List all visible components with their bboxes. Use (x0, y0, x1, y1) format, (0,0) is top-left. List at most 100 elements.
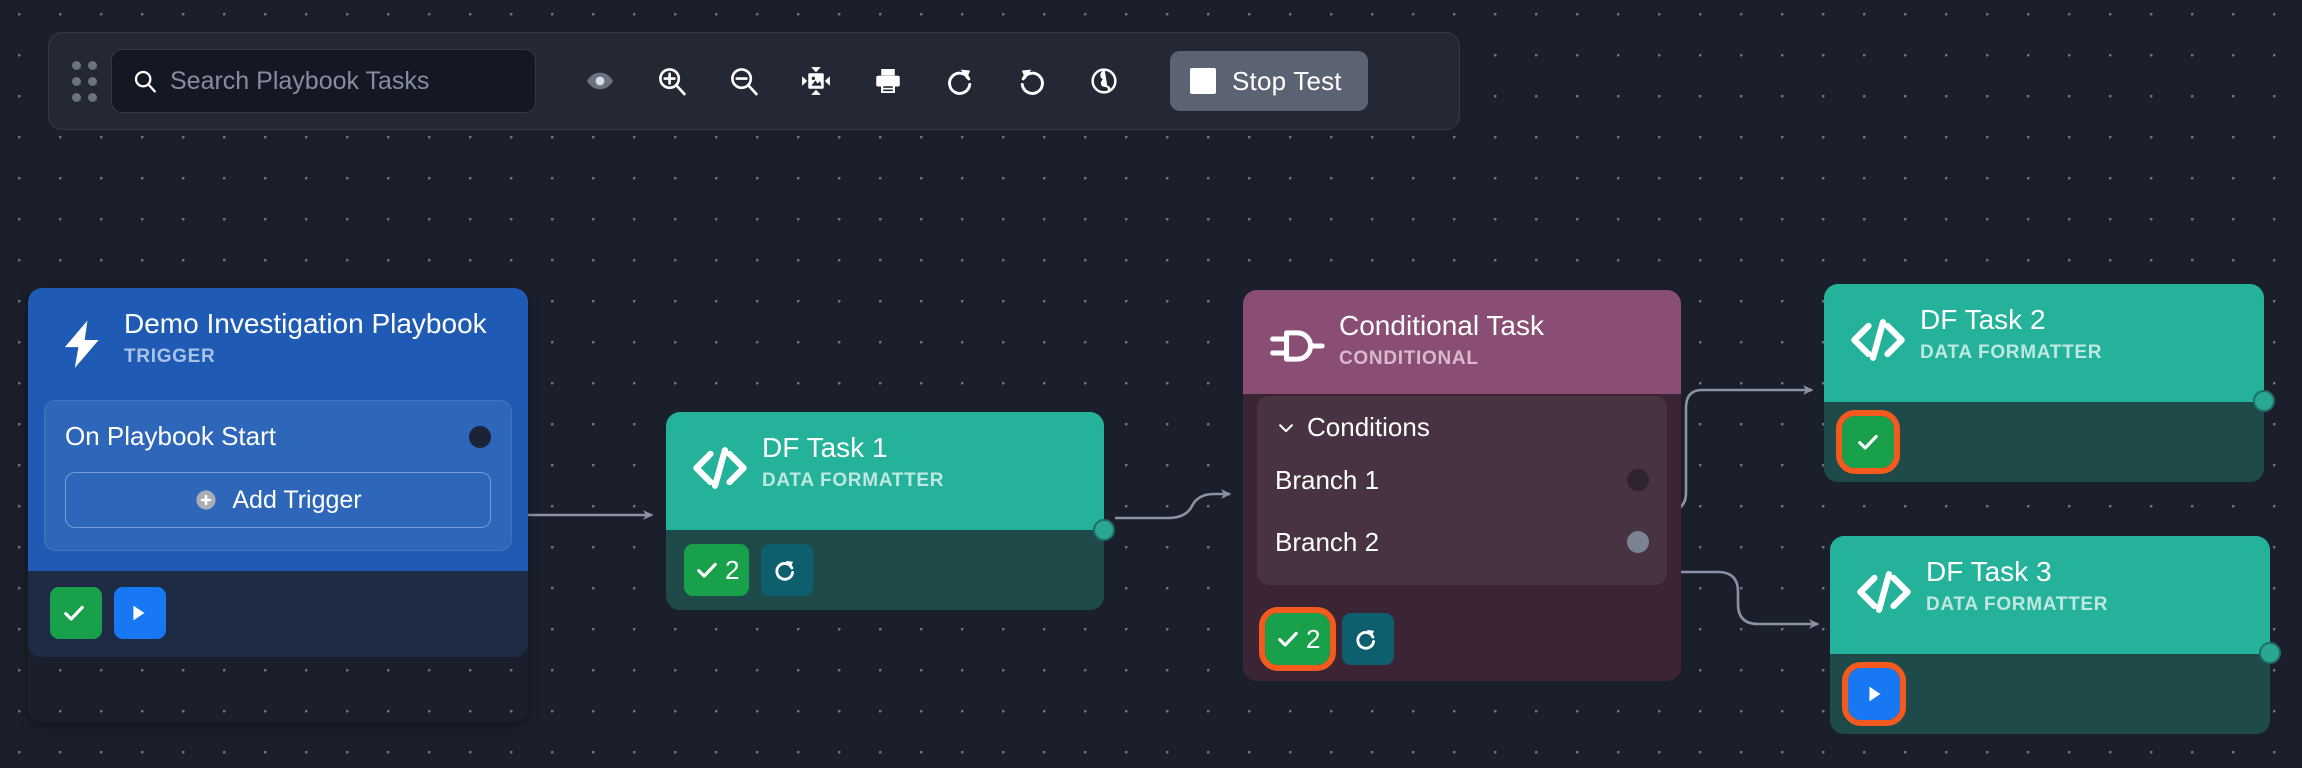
node-trigger-demo-investigation-playbook[interactable]: Demo Investigation Playbook TRIGGER On P… (28, 288, 528, 722)
df2-node-header: DF Task 2 DATA FORMATTER (1824, 284, 2264, 402)
branch-2-label: Branch 2 (1275, 526, 1380, 557)
play-icon (1869, 686, 1881, 702)
df2-node-title: DF Task 2 (1920, 304, 2046, 335)
undo-icon-button[interactable] (996, 49, 1068, 113)
check-icon (1858, 434, 1878, 450)
conditional-node-body: Conditional Task CONDITIONAL Conditions … (1243, 290, 1681, 681)
trigger-node-body: Demo Investigation Playbook TRIGGER On P… (28, 288, 528, 657)
chevron-down-icon (1279, 423, 1293, 432)
branch-row-1[interactable]: Branch 1 (1275, 457, 1649, 503)
df3-node-subtitle: DATA FORMATTER (1926, 593, 2109, 615)
df3-node-header: DF Task 3 DATA FORMATTER (1830, 536, 2270, 654)
df1-node-body: DF Task 1 DATA FORMATTER 2 (666, 412, 1104, 610)
conditional-node-subtitle: CONDITIONAL (1339, 347, 1479, 369)
retry-icon (775, 560, 794, 581)
df3-run-chip[interactable] (1842, 662, 1906, 726)
df1-node-header: DF Task 1 DATA FORMATTER (666, 412, 1104, 530)
eye-icon-button[interactable] (564, 49, 636, 113)
conditions-card: Conditions Branch 1 Branch 2 (1257, 396, 1667, 585)
logic-gate-icon (1265, 314, 1329, 378)
df1-node-title: DF Task 1 (762, 432, 888, 463)
df2-success-chip[interactable] (1836, 410, 1900, 474)
conditional-node-header: Conditional Task CONDITIONAL (1243, 290, 1681, 394)
df3-node-title: DF Task 3 (1926, 556, 2052, 587)
undo-icon (1020, 69, 1044, 95)
check-icon (63, 605, 84, 621)
globe-icon-button[interactable] (1068, 49, 1140, 113)
handle-dot (71, 76, 81, 86)
edge-df1-to-conditional (1115, 489, 1232, 520)
trigger-node-subtitle: TRIGGER (124, 345, 216, 367)
plus-circle-icon (196, 490, 216, 510)
conditional-success-count: 2 (1306, 623, 1321, 654)
handle-dot (87, 60, 97, 70)
globe-icon (1091, 68, 1117, 94)
add-trigger-button[interactable]: Add Trigger (65, 472, 491, 528)
redo-icon-button[interactable] (924, 49, 996, 113)
code-brackets-icon (1852, 560, 1916, 624)
check-icon (1278, 631, 1298, 647)
conditions-label: Conditions (1307, 412, 1430, 442)
conditional-retry-chip[interactable] (1342, 613, 1395, 665)
df1-node-subtitle: DATA FORMATTER (762, 469, 945, 491)
zoom-out-icon-button[interactable] (708, 49, 780, 113)
trigger-run-chip[interactable] (114, 587, 166, 639)
fit-to-screen-icon-button[interactable] (780, 49, 852, 113)
handle-dot (71, 60, 81, 70)
conditional-node-title: Conditional Task (1339, 310, 1544, 341)
df2-output-port[interactable] (2253, 390, 2275, 412)
retry-icon (1356, 629, 1375, 650)
df1-output-port[interactable] (1093, 519, 1115, 541)
code-brackets-icon (688, 436, 752, 500)
branch-row-2[interactable]: Branch 2 (1275, 519, 1649, 565)
conditional-success-chip[interactable]: 2 (1258, 607, 1337, 671)
check-icon (697, 562, 717, 578)
df3-node-body: DF Task 3 DATA FORMATTER (1830, 536, 2270, 734)
conditional-node-footer: 2 (1243, 601, 1681, 681)
handle-dot (87, 92, 97, 102)
trigger-event-label: On Playbook Start (65, 421, 276, 451)
lightning-bolt-icon (50, 312, 114, 376)
search-input[interactable] (112, 50, 535, 112)
df1-node-footer: 2 (666, 530, 1104, 610)
print-icon-button[interactable] (852, 49, 924, 113)
zoom-in-icon-button[interactable] (636, 49, 708, 113)
stop-test-button[interactable]: Stop Test (1170, 51, 1368, 111)
trigger-node-header: Demo Investigation Playbook TRIGGER (28, 288, 528, 390)
node-conditional-task[interactable]: Conditional Task CONDITIONAL Conditions … (1243, 290, 1681, 714)
zoom-in-icon (659, 68, 686, 96)
stop-square-icon (1190, 68, 1216, 94)
search-icon (134, 70, 156, 93)
trigger-event-row[interactable]: On Playbook Start (65, 421, 491, 452)
df1-success-count: 2 (725, 554, 740, 585)
toolbar-drag-handle[interactable] (67, 58, 101, 104)
trigger-node-title: Demo Investigation Playbook (124, 308, 487, 339)
eye-icon (587, 72, 613, 90)
branch-1-output-port[interactable] (1627, 469, 1649, 491)
node-df-task-2[interactable]: DF Task 2 DATA FORMATTER (1824, 284, 2275, 491)
handle-dot (87, 76, 97, 86)
df1-retry-chip[interactable] (761, 544, 814, 596)
node-df-task-1[interactable]: DF Task 1 DATA FORMATTER 2 (666, 412, 1115, 618)
conditions-toggle[interactable]: Conditions (1275, 412, 1649, 443)
df1-success-chip[interactable]: 2 (684, 544, 750, 596)
stop-test-label: Stop Test (1232, 65, 1342, 96)
df2-node-footer (1824, 402, 2264, 482)
branch-1-label: Branch 1 (1275, 464, 1380, 495)
df3-node-footer (1830, 654, 2270, 734)
play-icon (132, 605, 144, 621)
trigger-output-port[interactable] (469, 425, 491, 448)
search-field-wrapper[interactable] (111, 49, 536, 113)
zoom-out-icon (731, 68, 758, 96)
print-icon (876, 69, 900, 93)
add-trigger-label: Add Trigger (232, 485, 362, 514)
df2-node-body: DF Task 2 DATA FORMATTER (1824, 284, 2264, 482)
trigger-success-chip[interactable] (50, 587, 102, 639)
branch-2-output-port[interactable] (1627, 531, 1649, 553)
trigger-config-card: On Playbook Start Add Trigger (44, 400, 512, 551)
playbook-toolbar[interactable]: Stop Test (48, 32, 1460, 130)
handle-dot (71, 92, 81, 102)
df3-output-port[interactable] (2259, 642, 2281, 664)
node-df-task-3[interactable]: DF Task 3 DATA FORMATTER (1830, 536, 2281, 743)
